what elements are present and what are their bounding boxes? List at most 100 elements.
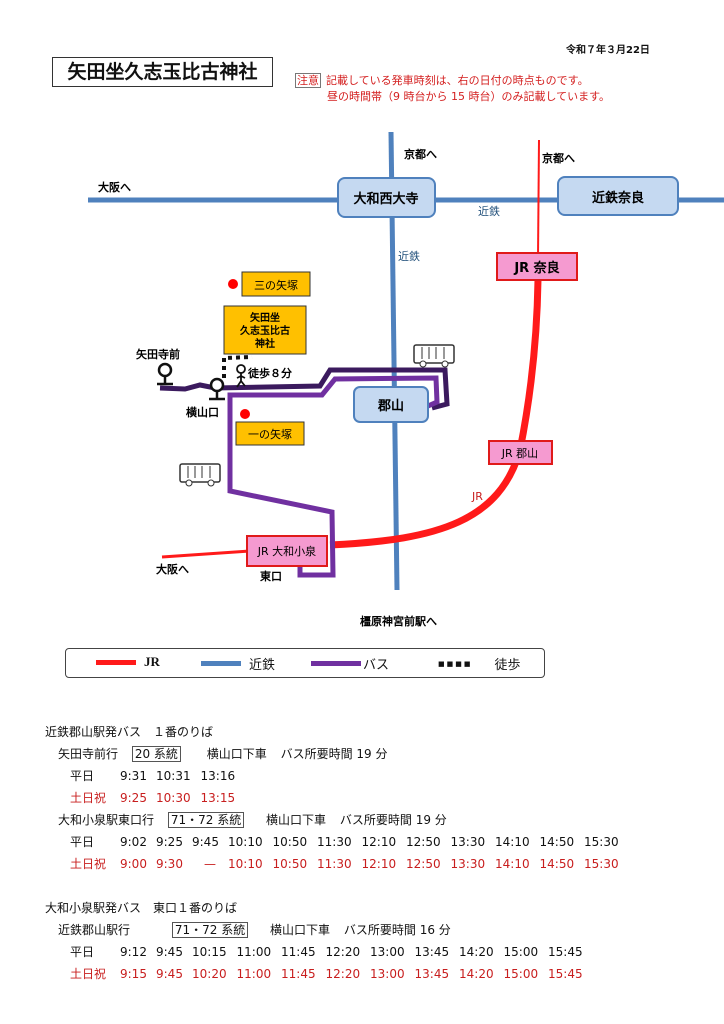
walker-icon <box>236 364 246 388</box>
day-type-label: 土日祝 <box>70 791 107 805</box>
departure-time: 15:00 <box>503 945 539 959</box>
day-type-label: 平日 <box>70 945 95 959</box>
route-destination: 矢田寺前行 <box>58 747 119 761</box>
departure-time: 10:20 <box>192 967 227 981</box>
station-jr-yamato-koizumi[interactable]: JR 大和小泉 <box>246 535 328 567</box>
place-shrine[interactable]: 矢田坐 久志玉比古 神社 <box>223 305 307 355</box>
label-kintetsu-h: 近鉄 <box>478 204 500 218</box>
departure-time: 14:50 <box>539 857 575 871</box>
label-yatadera-mae: 矢田寺前 <box>136 347 180 361</box>
jr-line-north <box>537 139 540 259</box>
departure-time: 13:30 <box>450 835 486 849</box>
label-higashiguchi: 東口 <box>260 569 282 583</box>
walking-path <box>222 355 253 378</box>
departure-time: 9:25 <box>120 791 147 805</box>
day-type-label: 土日祝 <box>70 857 107 871</box>
shrine-label-1: 矢田坐 <box>250 311 280 324</box>
label-kintetsu-v: 近鉄 <box>398 249 420 263</box>
departure-time: 11:45 <box>281 945 316 959</box>
departure-time: 9:45 <box>156 967 183 981</box>
departure-time: 10:50 <box>272 857 308 871</box>
departure-time: 10:15 <box>192 945 227 959</box>
label-yokoyamaguchi: 横山口 <box>186 405 219 419</box>
date: 令和７年３月22日 <box>566 45 650 56</box>
legend-bus: バス <box>311 654 389 673</box>
departure-time: 14:20 <box>459 967 494 981</box>
departure-time: 13:30 <box>450 857 486 871</box>
departure-time: 13:45 <box>414 945 450 959</box>
route-destination: 近鉄郡山駅行 <box>58 923 131 937</box>
legend-kintetsu-label: 近鉄 <box>249 658 276 673</box>
departure-time: 9:31 <box>120 769 147 783</box>
place-label: 一の矢塚 <box>248 427 292 441</box>
place-ichinoyazuka[interactable]: 一の矢塚 <box>235 421 305 446</box>
departure-time: 10:50 <box>272 835 308 849</box>
route-alight: 横山口下車 <box>270 923 331 937</box>
departure-time: 9:12 <box>120 945 147 959</box>
station-jr-koriyama[interactable]: JR 郡山 <box>488 440 553 465</box>
legend-walk: ■■■■ 徒歩 <box>438 654 520 673</box>
place-label: 三の矢塚 <box>254 278 298 292</box>
station-label: 郡山 <box>377 398 404 414</box>
label-walk-time: 徒歩８分 <box>247 366 292 380</box>
departure-time: 14:10 <box>495 835 530 849</box>
bus-route-yatadera <box>159 367 450 411</box>
bus-stop-icon-yatadera <box>157 362 173 386</box>
route-system-badge: 71・72 系統 <box>167 812 245 828</box>
jr-line-west <box>161 549 251 559</box>
departure-time: 15:30 <box>584 835 619 849</box>
station-jr-nara[interactable]: JR 奈良 <box>496 252 578 281</box>
page-title: 矢田坐久志玉比古神社 <box>52 57 273 87</box>
departure-time: 13:15 <box>200 791 236 805</box>
departure-time: 10:10 <box>228 857 263 871</box>
route-system-badge: 20 系統 <box>131 746 181 762</box>
bus-stop-icon-yokoyamaguchi <box>209 377 225 401</box>
map-legend: JR 近鉄 バス ■■■■ 徒歩 <box>65 648 545 678</box>
notice: 注意記載している発車時刻は、右の日付の時点ものです。 昼の時間帯（9 時台から … <box>295 73 610 105</box>
station-label: JR 奈良 <box>513 260 559 276</box>
station-kintetsu-nara[interactable]: 近鉄奈良 <box>557 176 679 216</box>
timetable-heading: 大和小泉駅発バス 東口１番のりば <box>45 901 238 915</box>
timetable-heading: 近鉄郡山駅発バス １番のりば <box>45 725 214 739</box>
departure-time: 15:00 <box>503 967 539 981</box>
place-sannoyazuka[interactable]: 三の矢塚 <box>241 271 311 297</box>
jr-line-swatch <box>96 659 136 665</box>
route-info: 大和小泉駅東口行 71・72 系統 横山口下車 バス所要時間 19 分 <box>58 809 447 831</box>
bus-route-koizumi <box>227 375 440 578</box>
departure-time: 12:50 <box>406 857 441 871</box>
departure-time: 11:00 <box>236 967 272 981</box>
route-duration: バス所要時間 19 分 <box>280 747 388 761</box>
kintetsu-line-swatch <box>201 661 241 666</box>
route-info: 矢田寺前行 20 系統 横山口下車 バス所要時間 19 分 <box>58 743 388 765</box>
walk-dots-swatch: ■■■■ <box>438 659 473 668</box>
shrine-label-2: 久志玉比古 <box>239 324 290 337</box>
departure-time: 15:45 <box>548 967 583 981</box>
place-marker-sannoyazuka <box>228 279 238 289</box>
departure-time: 11:45 <box>281 967 316 981</box>
bus-line-swatch <box>311 661 361 666</box>
day-type-label: 平日 <box>70 835 95 849</box>
legend-kintetsu: 近鉄 <box>201 654 275 673</box>
departure-time: 12:10 <box>361 835 397 849</box>
notice-tag: 注意 <box>295 73 321 88</box>
label-osaka-bottom: 大阪へ <box>156 562 189 576</box>
departure-time: 11:00 <box>236 945 272 959</box>
departure-time: 12:20 <box>325 967 361 981</box>
departure-time: 10:31 <box>156 769 191 783</box>
departure-time: 12:10 <box>361 857 397 871</box>
departure-time: 11:30 <box>317 857 352 871</box>
departure-time: 11:30 <box>317 835 352 849</box>
day-type-label: 平日 <box>70 769 95 783</box>
departure-time: 12:50 <box>406 835 441 849</box>
label-kashihara: 橿原神宮前駅へ <box>360 614 437 628</box>
bus-icon <box>179 463 221 487</box>
station-koriyama[interactable]: 郡山 <box>353 386 429 423</box>
station-yamato-saidaiji[interactable]: 大和西大寺 <box>337 177 436 218</box>
bus-icon <box>413 344 455 368</box>
legend-walk-label: 徒歩 <box>494 658 521 673</box>
day-type-label: 土日祝 <box>70 967 107 981</box>
route-destination: 大和小泉駅東口行 <box>58 813 155 827</box>
